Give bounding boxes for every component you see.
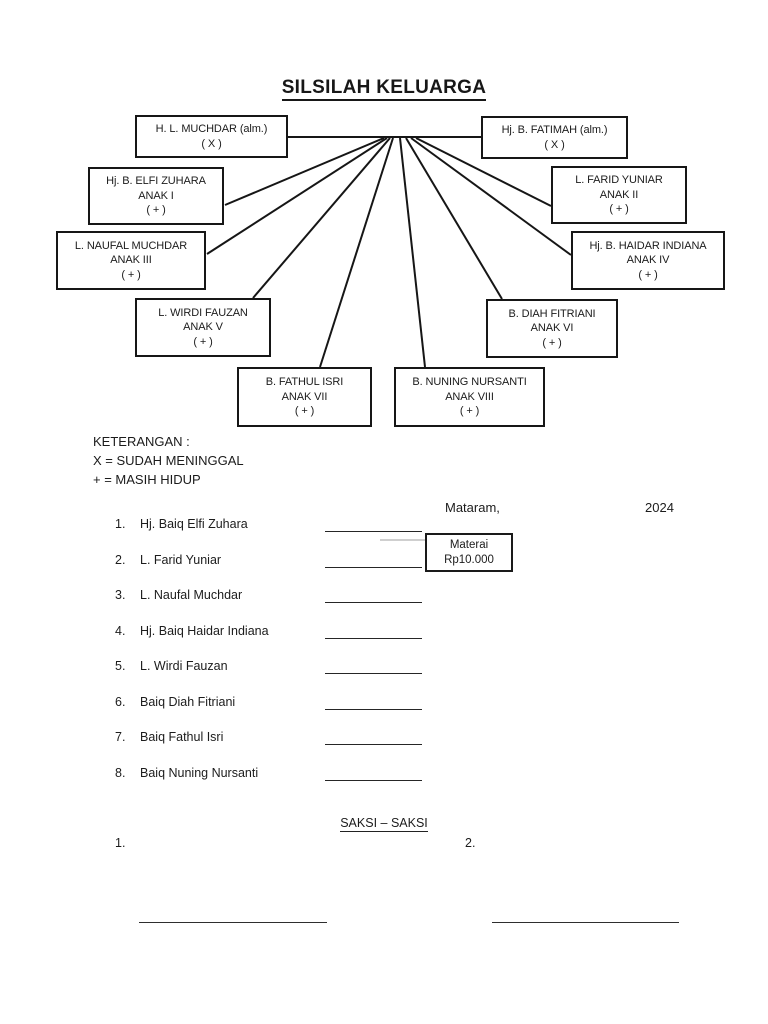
person-order: ANAK III (110, 254, 152, 267)
person-order: ANAK II (599, 188, 639, 201)
signer-name: Baiq Nuning Nursanti (140, 765, 259, 780)
person-name: L. NAUFAL MUCHDAR (74, 239, 188, 252)
family-box-child-2: L. FARID YUNIAR ANAK II ( + ) (551, 166, 687, 224)
signers-list: 1. Hj. Baiq Elfi Zuhara 2. L. Farid Yuni… (0, 517, 768, 807)
family-box-child-3: L. NAUFAL MUCHDAR ANAK III ( + ) (56, 231, 206, 290)
signer-number: 3. (115, 588, 126, 602)
signature-line (325, 602, 422, 603)
person-order: ANAK VI (530, 322, 574, 335)
person-name: B. NUNING NURSANTI (412, 376, 527, 389)
person-order: ANAK VII (281, 390, 328, 403)
signer-number: 5. (115, 659, 126, 673)
signer-name: Hj. Baiq Haidar Indiana (140, 623, 269, 638)
signer-number: 8. (115, 765, 126, 780)
signature-line (325, 566, 422, 568)
signer-row: 3. L. Naufal Muchdar (0, 588, 768, 610)
person-name: Hj. B. ELFI ZUHARA (106, 175, 206, 188)
signer-name: Baiq Fathul Isri (140, 730, 224, 744)
materai-value: Rp10.000 (444, 553, 494, 566)
signature-line (325, 673, 422, 674)
signer-number: 1. (115, 517, 126, 531)
person-status: ( + ) (638, 268, 658, 281)
materai-stamp-box: Materai Rp10.000 (425, 533, 513, 572)
signer-name: L. Farid Yuniar (140, 552, 222, 567)
signer-row: 6. Baiq Diah Fitriani (0, 695, 768, 717)
signer-name: Hj. Baiq Elfi Zuhara (140, 517, 248, 531)
legend-line-alive: + = MASIH HIDUP (93, 472, 201, 487)
legend-heading: KETERANGAN : (93, 434, 190, 449)
person-order: ANAK V (183, 321, 223, 334)
signature-line (325, 637, 422, 639)
signature-line (325, 531, 422, 532)
witness-number-2: 2. (465, 836, 476, 850)
person-order: ANAK IV (626, 254, 670, 267)
family-box-child-5: L. WIRDI FAUZAN ANAK V ( + ) (135, 298, 271, 357)
person-status: ( + ) (294, 405, 315, 418)
person-name: L. FARID YUNIAR (575, 174, 663, 187)
person-status: ( + ) (146, 204, 166, 217)
person-status: ( X ) (544, 138, 565, 151)
family-box-child-4: Hj. B. HAIDAR INDIANA ANAK IV ( + ) (571, 231, 725, 290)
signature-line (325, 708, 422, 710)
person-status: ( + ) (609, 203, 629, 216)
person-order: ANAK I (138, 189, 174, 202)
legend-line-deceased: X = SUDAH MENINGGAL (93, 453, 244, 468)
scan-artifact-line (380, 539, 448, 541)
signer-number: 4. (115, 623, 126, 638)
family-box-mother: Hj. B. FATIMAH (alm.) ( X ) (481, 116, 628, 159)
family-box-child-8: B. NUNING NURSANTI ANAK VIII ( + ) (394, 367, 545, 427)
witnesses-heading-text: SAKSI – SAKSI (340, 816, 428, 832)
witness-signature-line-2 (492, 922, 679, 923)
family-box-child-6: B. DIAH FITRIANI ANAK VI ( + ) (486, 299, 618, 358)
legend: KETERANGAN : X = SUDAH MENINGGAL + = MAS… (93, 432, 244, 489)
signer-row: 2. L. Farid Yuniar (0, 553, 768, 575)
person-name: B. DIAH FITRIANI (508, 307, 596, 320)
family-box-father: H. L. MUCHDAR (alm.) ( X ) (135, 115, 288, 158)
family-box-child-1: Hj. B. ELFI ZUHARA ANAK I ( + ) (88, 167, 224, 225)
person-name: L. WIRDI FAUZAN (158, 306, 248, 319)
person-name: B. FATHUL ISRI (265, 376, 344, 389)
signing-place: Mataram, (445, 500, 500, 515)
person-status: ( + ) (121, 268, 141, 281)
signing-year: 2024 (645, 500, 674, 515)
person-order: ANAK VIII (445, 390, 494, 403)
person-status: ( + ) (542, 336, 562, 349)
witness-number-1: 1. (115, 836, 126, 850)
person-status: ( + ) (459, 405, 480, 418)
person-status: ( X ) (201, 137, 222, 150)
person-name: H. L. MUCHDAR (alm.) (155, 123, 268, 135)
signer-name: L. Wirdi Fauzan (140, 659, 228, 673)
signature-line (325, 744, 422, 745)
signer-number: 7. (115, 730, 126, 744)
signer-row: 8. Baiq Nuning Nursanti (0, 766, 768, 788)
page-title-text: SILSILAH KELUARGA (281, 77, 487, 101)
signer-number: 6. (115, 694, 126, 709)
page-title: SILSILAH KELUARGA (0, 64, 768, 101)
family-box-child-7: B. FATHUL ISRI ANAK VII ( + ) (237, 367, 372, 427)
signer-row: 5. L. Wirdi Fauzan (0, 659, 768, 681)
signature-line (325, 779, 422, 781)
signer-row: 1. Hj. Baiq Elfi Zuhara (0, 517, 768, 539)
witness-signature-line-1 (139, 922, 327, 923)
person-status: ( + ) (193, 335, 213, 348)
signer-name: Baiq Diah Fitriani (140, 694, 236, 709)
person-name: Hj. B. HAIDAR INDIANA (589, 239, 707, 252)
person-name: Hj. B. FATIMAH (alm.) (501, 124, 608, 136)
materai-label: Materai (449, 538, 489, 551)
signer-row: 4. Hj. Baiq Haidar Indiana (0, 624, 768, 646)
signer-row: 7. Baiq Fathul Isri (0, 730, 768, 752)
signer-name: L. Naufal Muchdar (140, 588, 243, 602)
witnesses-heading: SAKSI – SAKSI (0, 816, 768, 832)
signer-number: 2. (115, 552, 126, 567)
